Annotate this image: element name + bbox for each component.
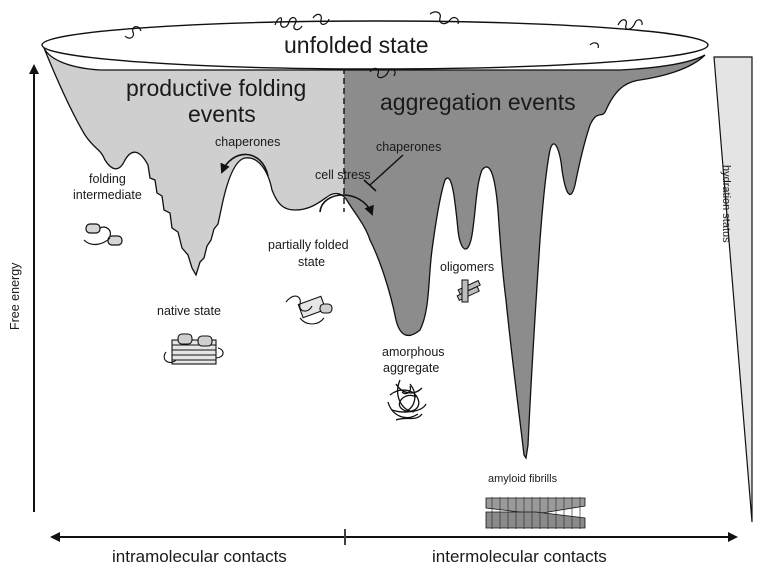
amyloid-fibrils-label: amyloid fibrills xyxy=(488,473,558,485)
unfolded-state-ellipse xyxy=(41,20,709,70)
chaperones-left-arrow xyxy=(220,153,269,177)
chaperones-inhibit-line xyxy=(369,154,404,186)
productive-folding-region xyxy=(43,47,344,277)
amorphous-aggregate-label-1: amorphous xyxy=(382,345,445,359)
chaperones-left-label: chaperones xyxy=(215,135,280,149)
oligomers-label: oligomers xyxy=(440,260,494,274)
oligomers-icon xyxy=(456,279,481,303)
native-state-label: native state xyxy=(157,304,221,318)
chaperones-right-label: chaperones xyxy=(376,140,441,154)
native-state-icon xyxy=(163,333,224,365)
amorphous-aggregate-label-2: aggregate xyxy=(383,361,439,375)
folding-intermediate-label-1: folding xyxy=(89,172,126,186)
productive-folding-label-1: productive folding xyxy=(126,75,306,101)
aggregation-region xyxy=(344,54,706,460)
amyloid-fibril-icon xyxy=(485,497,586,529)
partially-folded-label-2: state xyxy=(298,255,325,269)
unfolded-state-label: unfolded state xyxy=(284,32,429,58)
aggregation-events-label: aggregation events xyxy=(380,89,576,115)
cell-stress-label: cell stress xyxy=(315,168,371,182)
amorphous-aggregate-icon xyxy=(387,379,427,421)
productive-folding-label-2: events xyxy=(188,101,256,127)
intermolecular-contacts-label: intermolecular contacts xyxy=(432,547,607,565)
chaperones-inhibit-bar xyxy=(363,179,377,192)
cell-stress-arrow xyxy=(319,194,374,216)
hydration-status-label: hydration status xyxy=(720,165,732,243)
intramolecular-contacts-label: intramolecular contacts xyxy=(112,547,287,565)
folding-intermediate-label-2: intermediate xyxy=(73,188,142,202)
hydration-status-wedge xyxy=(713,56,753,523)
folding-intermediate-icon xyxy=(83,223,123,246)
partially-folded-icon xyxy=(285,295,333,325)
partially-folded-label-1: partially folded xyxy=(268,238,349,252)
unfolded-chain-icons xyxy=(124,11,643,79)
free-energy-label: Free energy xyxy=(8,262,22,330)
